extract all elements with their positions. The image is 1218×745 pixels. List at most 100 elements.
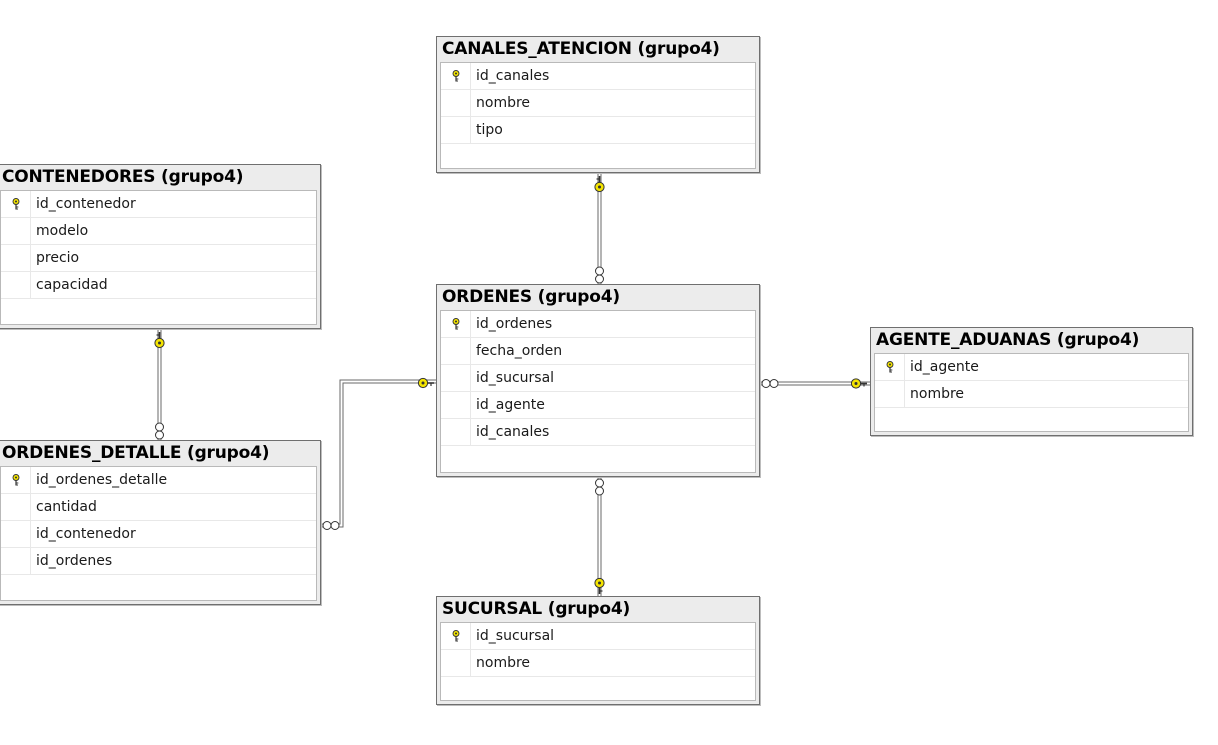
column-name: tipo — [476, 122, 503, 138]
many-end-infinity-icon — [322, 521, 340, 530]
row-selector[interactable] — [441, 311, 471, 337]
row-selector[interactable] — [875, 354, 905, 380]
column-name: id_agente — [476, 397, 545, 413]
row-selector[interactable] — [875, 381, 905, 407]
column-name: id_canales — [476, 68, 550, 84]
table-title[interactable]: CONTENEDORES (grupo4) — [2, 167, 244, 187]
table-ordenes-detalle[interactable]: ORDENES_DETALLE (grupo4) id_ordenes_deta… — [0, 440, 321, 605]
column-row[interactable]: id_canales — [441, 63, 755, 90]
column-name: id_ordenes — [36, 553, 113, 569]
many-end-infinity-icon — [595, 266, 604, 284]
row-selector[interactable] — [1, 467, 31, 493]
column-name: id_ordenes — [476, 316, 553, 332]
column-row[interactable]: modelo — [1, 218, 316, 245]
column-name: id_canales — [476, 424, 550, 440]
row-selector[interactable] — [441, 117, 471, 143]
primary-key-icon — [452, 70, 460, 82]
empty-row[interactable] — [441, 446, 755, 473]
row-selector[interactable] — [441, 90, 471, 116]
column-row[interactable]: nombre — [875, 381, 1188, 408]
column-name: precio — [36, 250, 80, 266]
column-row[interactable]: precio — [1, 245, 316, 272]
column-row[interactable]: id_canales — [441, 419, 755, 446]
column-row[interactable]: cantidad — [1, 494, 316, 521]
row-selector[interactable] — [441, 63, 471, 89]
column-name: nombre — [476, 655, 531, 671]
row-selector[interactable] — [441, 650, 471, 676]
row-selector[interactable] — [441, 419, 471, 445]
column-row[interactable]: id_contenedor — [1, 521, 316, 548]
rel-contenedores-ordenes-detalle[interactable] — [154, 329, 165, 440]
column-name: id_sucursal — [476, 628, 555, 644]
column-name: id_sucursal — [476, 370, 555, 386]
one-end-key-icon — [594, 175, 605, 193]
column-name: fecha_orden — [476, 343, 563, 359]
primary-key-icon — [12, 474, 20, 486]
one-end-key-icon — [594, 577, 605, 595]
many-end-infinity-icon — [155, 422, 164, 440]
primary-key-icon — [886, 361, 894, 373]
empty-row[interactable] — [875, 408, 1188, 435]
column-row[interactable]: id_ordenes — [441, 311, 755, 338]
row-selector[interactable] — [441, 338, 471, 364]
row-selector[interactable] — [1, 548, 31, 574]
table-title[interactable]: ORDENES (grupo4) — [442, 287, 620, 307]
primary-key-icon — [452, 630, 460, 642]
column-row[interactable]: id_sucursal — [441, 623, 755, 650]
row-selector[interactable] — [1, 245, 31, 271]
empty-row[interactable] — [1, 299, 316, 326]
column-name: modelo — [36, 223, 89, 239]
column-name: id_agente — [910, 359, 979, 375]
column-row[interactable]: id_ordenes — [1, 548, 316, 575]
column-name: id_contenedor — [36, 526, 136, 542]
table-title[interactable]: CANALES_ATENCION (grupo4) — [442, 39, 720, 59]
many-end-infinity-icon — [595, 478, 604, 496]
row-selector[interactable] — [441, 392, 471, 418]
column-row[interactable]: nombre — [441, 90, 755, 117]
column-row[interactable]: capacidad — [1, 272, 316, 299]
column-row[interactable]: nombre — [441, 650, 755, 677]
empty-row[interactable] — [441, 144, 755, 171]
table-title[interactable]: AGENTE_ADUANAS (grupo4) — [876, 330, 1140, 350]
column-name: nombre — [910, 386, 965, 402]
one-end-key-icon — [850, 378, 868, 389]
row-selector[interactable] — [1, 494, 31, 520]
column-row[interactable]: id_contenedor — [1, 191, 316, 218]
rel-agente-ordenes[interactable] — [760, 378, 870, 389]
row-selector[interactable] — [1, 191, 31, 217]
primary-key-icon — [452, 318, 460, 330]
column-name: id_ordenes_detalle — [36, 472, 168, 488]
many-end-infinity-icon — [761, 379, 779, 388]
column-row[interactable]: id_agente — [441, 392, 755, 419]
table-title[interactable]: SUCURSAL (grupo4) — [442, 599, 631, 619]
column-name: nombre — [476, 95, 531, 111]
column-row[interactable]: id_agente — [875, 354, 1188, 381]
column-row[interactable]: tipo — [441, 117, 755, 144]
empty-row[interactable] — [441, 677, 755, 704]
column-name: cantidad — [36, 499, 97, 515]
row-selector[interactable] — [1, 272, 31, 298]
row-selector[interactable] — [1, 218, 31, 244]
rel-sucursal-ordenes[interactable] — [594, 477, 605, 597]
empty-row[interactable] — [1, 575, 316, 602]
column-row[interactable]: id_sucursal — [441, 365, 755, 392]
column-row[interactable]: fecha_orden — [441, 338, 755, 365]
column-name: id_contenedor — [36, 196, 136, 212]
row-selector[interactable] — [441, 365, 471, 391]
rel-canales-ordenes[interactable] — [594, 173, 605, 284]
column-row[interactable]: id_ordenes_detalle — [1, 467, 316, 494]
rel-ordenes-ordenes-detalle[interactable] — [321, 377, 436, 530]
table-title[interactable]: ORDENES_DETALLE (grupo4) — [2, 443, 270, 463]
row-selector[interactable] — [441, 623, 471, 649]
row-selector[interactable] — [1, 521, 31, 547]
